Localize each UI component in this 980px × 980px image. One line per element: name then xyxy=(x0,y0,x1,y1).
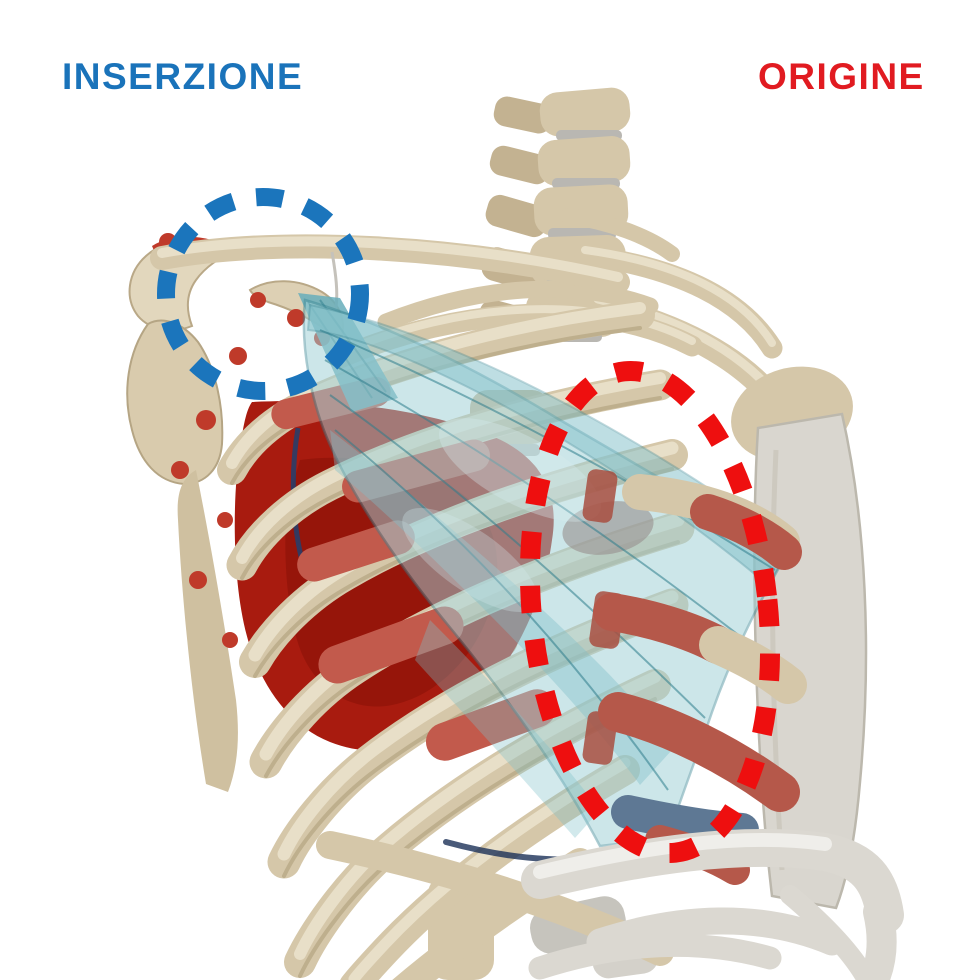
insertion-label: INSERZIONE xyxy=(62,56,303,97)
rib xyxy=(340,755,640,980)
origin-marker-ellipse xyxy=(519,361,781,863)
scapula-lateral-border xyxy=(177,470,238,792)
insertion-marker-circle xyxy=(157,188,369,400)
annotations xyxy=(157,188,781,863)
origin-label: ORIGINE xyxy=(758,56,925,97)
costal-cartilage xyxy=(521,828,904,980)
